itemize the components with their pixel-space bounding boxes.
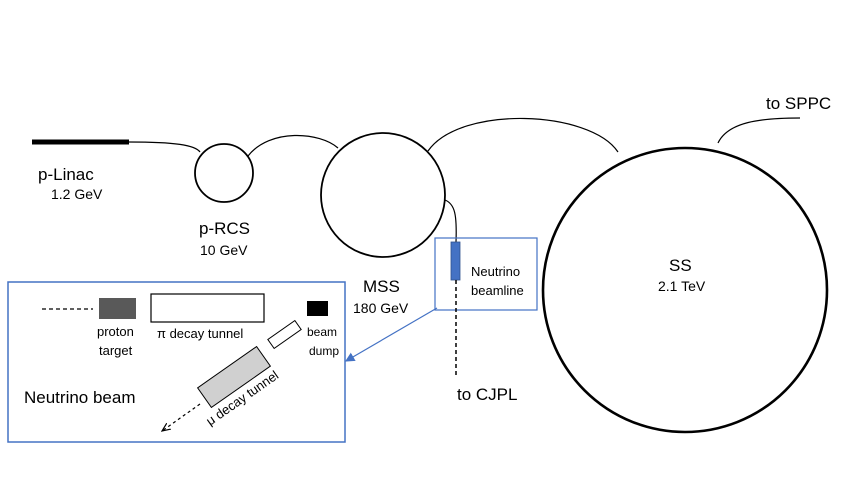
pi-decay-tunnel	[150, 293, 265, 323]
ss-ring	[541, 146, 829, 434]
beam-dump	[307, 301, 328, 316]
p-linac-label: p-Linac	[38, 165, 94, 184]
linac-to-rcs-line	[128, 141, 201, 153]
mss-to-beamline-line	[444, 199, 457, 243]
mss-to-ss-line	[427, 117, 619, 153]
outgoing-neutrino-dashed	[162, 403, 201, 431]
proton-target-label-1: proton	[97, 324, 134, 339]
neutrino-beamline-box	[434, 237, 538, 311]
neutrino-beamline-label-2: beamline	[471, 283, 524, 298]
to-sppc-label: to SPPC	[766, 94, 831, 113]
pi-decay-tunnel-label: π decay tunnel	[157, 326, 243, 341]
ss-energy: 2.1 TeV	[658, 278, 706, 294]
p-rcs-label: p-RCS	[199, 219, 250, 238]
neutrino-beamline-label-1: Neutrino	[471, 264, 520, 279]
mss-ring	[320, 132, 446, 258]
mss-label: MSS	[363, 277, 400, 296]
mu-decay-tunnel	[196, 345, 272, 409]
beamline-block	[450, 241, 461, 281]
to-cjpl-label: to CJPL	[457, 385, 517, 404]
p-linac-energy: 1.2 GeV	[51, 186, 103, 202]
beam-dump-label-1: beam	[307, 325, 337, 339]
mss-energy: 180 GeV	[353, 300, 409, 316]
p-rcs-energy: 10 GeV	[200, 242, 248, 258]
proton-target-label-2: target	[99, 343, 133, 358]
callout-arrow	[344, 307, 438, 362]
proton-target	[99, 298, 136, 319]
rcs-to-mss-line	[247, 134, 339, 157]
neutrino-beam-inset	[7, 281, 346, 443]
neutrino-beam-title: Neutrino beam	[24, 388, 136, 407]
p-rcs-ring	[194, 143, 254, 203]
ss-label: SS	[669, 256, 692, 275]
beam-dump-label-2: dump	[309, 344, 339, 358]
to-sppc-line	[717, 117, 801, 144]
small-tilted-block	[267, 319, 302, 350]
